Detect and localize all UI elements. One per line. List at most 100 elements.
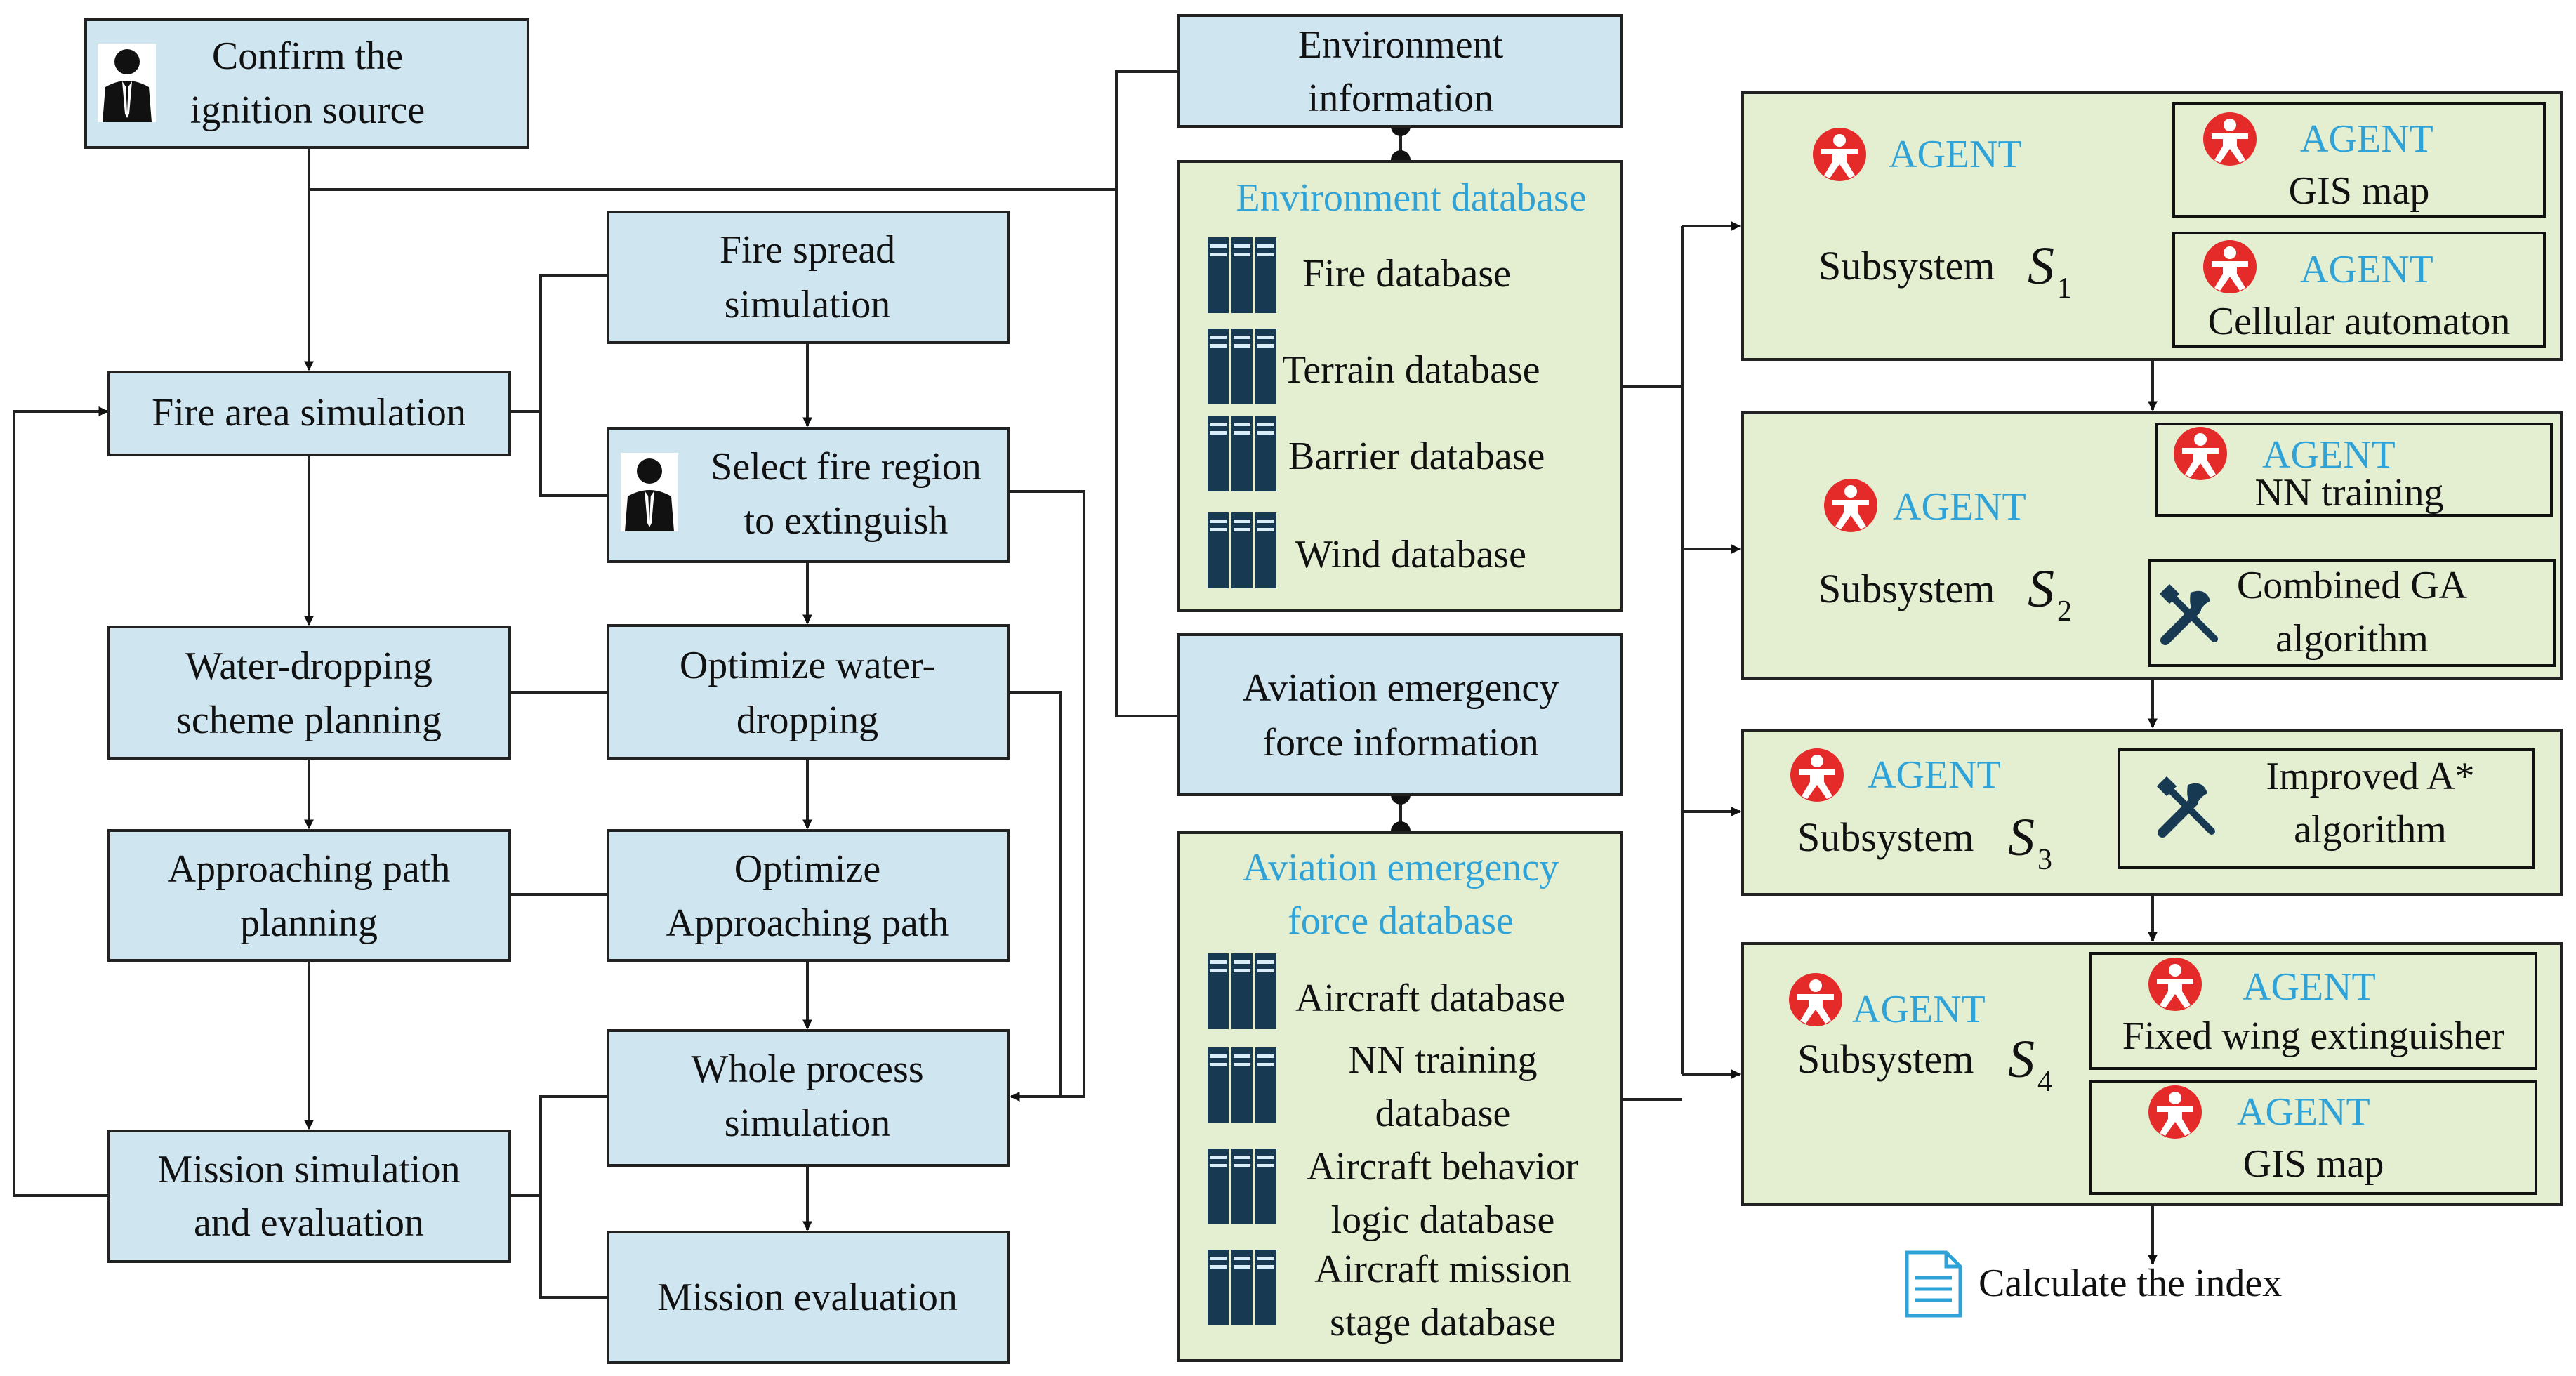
aviation-db-item: NN training (1348, 1038, 1537, 1082)
env-db-item: Terrain database (1282, 348, 1540, 392)
s2-ga-line-2: algorithm (2276, 617, 2429, 661)
svg-text:planning: planning (240, 901, 378, 945)
ignition-box: Confirm the ignition source (84, 18, 529, 149)
svg-text:Environment: Environment (1298, 23, 1504, 67)
subsystem-label: Subsystem (1797, 814, 1974, 860)
svg-text:Combined GA: Combined GA (2237, 564, 2468, 607)
opt-approach-line-1: Optimize (734, 847, 880, 891)
env-info-line-1: Environment (1298, 23, 1504, 67)
svg-text:Optimize water-: Optimize water- (680, 644, 935, 687)
env-db-item: Wind database (1295, 533, 1526, 576)
subsystem-index: 3 (2037, 844, 2052, 876)
subsystem-s2: AGENT Subsystem S 2 AGENT NN training Co… (1741, 411, 2563, 680)
svg-text:Water-dropping: Water-dropping (185, 644, 432, 688)
svg-text:Fire spread: Fire spread (720, 228, 895, 272)
aviation-db-title-2: force database (1288, 899, 1514, 943)
subsystem-s3: AGENT Subsystem S 3 Improved A* algorith… (1741, 729, 2563, 896)
server-icon (1208, 1047, 1276, 1123)
agent-icon (1813, 128, 1866, 181)
server-icon (1208, 512, 1276, 588)
subsystem-var: S (2008, 808, 2035, 867)
mission-eval-box: Mission evaluation (607, 1231, 1010, 1364)
aviation-info-box: Aviation emergency force information (1177, 633, 1623, 796)
svg-text:simulation: simulation (725, 283, 890, 326)
aviation-db-item: database (1375, 1092, 1511, 1135)
agent-icon (2148, 958, 2202, 1011)
s4-fixed-label: Fixed wing extinguisher (2122, 1014, 2505, 1058)
whole-process-line-2: simulation (725, 1102, 890, 1145)
agent-icon (2148, 1085, 2202, 1139)
server-icon (1208, 416, 1276, 491)
aviation-info-line-1: Aviation emergency (1243, 666, 1559, 710)
agent-label: AGENT (2262, 433, 2396, 477)
subsystem-index: 2 (2057, 595, 2072, 628)
server-icon (1208, 329, 1276, 404)
whole-process-line-1: Whole process (691, 1047, 923, 1091)
fire-spread-line-2: simulation (725, 283, 890, 326)
mission-eval-label: Mission evaluation (657, 1276, 958, 1319)
svg-text:force information: force information (1262, 721, 1538, 765)
subsystem-var: S (2008, 1030, 2035, 1089)
agent-icon (1789, 973, 1842, 1026)
agent-icon (1824, 479, 1877, 532)
approach-plan-box: Approaching path planning (107, 829, 511, 962)
svg-text:and evaluation: and evaluation (194, 1201, 424, 1245)
s3-astar-line-2: algorithm (2294, 808, 2447, 852)
subsystem-label: Subsystem (1818, 243, 1995, 289)
svg-text:Aviation emergency: Aviation emergency (1243, 846, 1559, 889)
env-db-box: Environment database Fire database Terra… (1177, 160, 1623, 612)
subsystem-index: 1 (2057, 272, 2072, 305)
subsystem-s1: AGENT Subsystem S 1 AGENT GIS map AGENT … (1741, 91, 2563, 361)
server-icon (1208, 1250, 1276, 1325)
aviation-db-title-1: Aviation emergency (1243, 846, 1559, 889)
svg-text:simulation: simulation (725, 1102, 890, 1145)
svg-text:Whole process: Whole process (691, 1047, 923, 1091)
aviation-db-item: Aircraft database (1295, 977, 1565, 1020)
svg-text:scheme planning: scheme planning (176, 699, 442, 742)
env-info-line-2: information (1308, 77, 1493, 120)
s4-gis-label: GIS map (2243, 1142, 2384, 1186)
s3-astar-line-1: Improved A* (2266, 755, 2474, 798)
svg-text:Approaching path: Approaching path (666, 901, 949, 945)
person-icon (98, 44, 156, 122)
opt-water-line-1: Optimize water- (680, 644, 935, 687)
approach-plan-line-1: Approaching path (168, 847, 451, 891)
subsystem-var: S (2028, 560, 2054, 618)
aviation-db-item: Aircraft behavior (1307, 1145, 1578, 1189)
agent-icon (2203, 240, 2257, 293)
water-plan-line-1: Water-dropping (185, 644, 432, 688)
aviation-db-item: Aircraft mission (1314, 1248, 1571, 1291)
subsystem-label: Subsystem (1797, 1036, 1974, 1082)
svg-text:Mission simulation: Mission simulation (158, 1148, 461, 1191)
svg-text:Improved A*: Improved A* (2266, 755, 2474, 798)
subsystem-label: Subsystem (1818, 566, 1995, 611)
fire-area-box: Fire area simulation (107, 371, 511, 456)
svg-text:to extinguish: to extinguish (744, 499, 949, 543)
s2-ga-line-1: Combined GA (2237, 564, 2468, 607)
ignition-line-1: Confirm the (212, 34, 403, 78)
subsystem-var: S (2028, 237, 2054, 296)
env-db-item: Barrier database (1288, 435, 1545, 478)
svg-text:Select fire region: Select fire region (711, 445, 982, 489)
opt-water-line-2: dropping (737, 699, 878, 742)
svg-text:algorithm: algorithm (2294, 808, 2447, 852)
agent-label: AGENT (2300, 117, 2433, 161)
select-region-box: Select fire region to extinguish (607, 427, 1010, 563)
opt-approach-box: Optimize Approaching path (607, 829, 1010, 962)
svg-text:Approaching path: Approaching path (168, 847, 451, 891)
fire-spread-line-1: Fire spread (720, 228, 895, 272)
server-icon (1208, 237, 1276, 313)
svg-text:force database: force database (1288, 899, 1514, 943)
s2-nn-label: NN training (2254, 471, 2443, 515)
svg-text:algorithm: algorithm (2276, 617, 2429, 661)
aviation-db-item: stage database (1330, 1301, 1556, 1344)
aviation-db-item: logic database (1331, 1198, 1555, 1242)
agent-icon (2174, 427, 2227, 480)
document-icon (1907, 1252, 1960, 1316)
water-plan-line-2: scheme planning (176, 699, 442, 742)
s1-ca-label: Cellular automaton (2208, 300, 2511, 343)
agent-label: AGENT (1852, 988, 1986, 1031)
fire-spread-box: Fire spread simulation (607, 211, 1010, 344)
s1-gis-label: GIS map (2289, 169, 2430, 213)
select-region-line-1: Select fire region (711, 445, 982, 489)
